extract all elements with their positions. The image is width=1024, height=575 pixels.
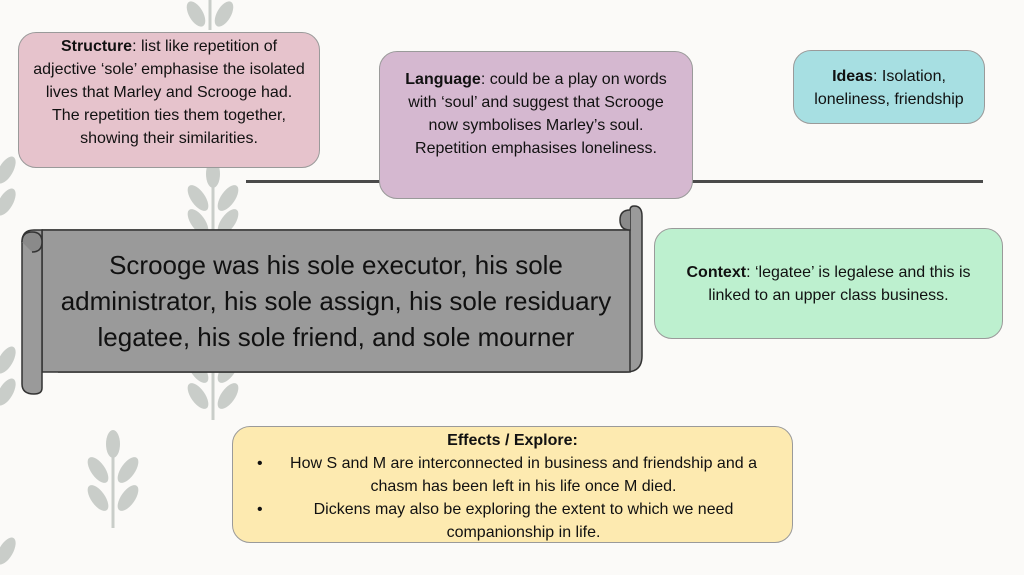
language-text: Language: could be a play on words with … — [392, 68, 680, 160]
leaf-decoration-icon — [0, 156, 16, 216]
ideas-text: Ideas: Isolation, loneliness, friendship — [806, 65, 972, 111]
leaf-decoration-icon — [186, 0, 234, 30]
language-box: Language: could be a play on words with … — [379, 51, 693, 199]
structure-heading: Structure — [60, 38, 133, 55]
leaf-decoration-icon — [87, 430, 139, 528]
effects-list: How S and M are interconnected in busine… — [247, 452, 778, 544]
leaf-decoration-icon — [0, 346, 16, 406]
list-item: Dickens may also be exploring the extent… — [247, 498, 778, 544]
language-heading: Language — [405, 71, 481, 88]
quote-text: Scrooge was his sole executor, his sole … — [60, 249, 612, 352]
context-heading: Context — [686, 263, 747, 281]
ideas-body: : Isolation, loneliness, friendship — [814, 68, 964, 108]
effects-box: Effects / Explore: How S and M are inter… — [232, 426, 793, 543]
effects-heading-text: Effects / Explore: — [447, 432, 578, 449]
effects-heading: Effects / Explore: — [247, 429, 778, 452]
leaf-decoration-icon — [0, 537, 16, 565]
scroll-banner — [21, 205, 643, 395]
ideas-box: Ideas: Isolation, loneliness, friendship — [793, 50, 985, 124]
structure-text: Structure: list like repetition of adjec… — [31, 35, 307, 150]
structure-body: : list like repetition of adjective ‘sol… — [33, 38, 305, 147]
context-box: Context: ‘legatee’ is legalese and this … — [654, 228, 1003, 339]
context-body: : ‘legatee’ is legalese and this is link… — [708, 263, 971, 304]
context-text: Context: ‘legatee’ is legalese and this … — [667, 261, 990, 307]
language-body: : could be a play on words with ‘soul’ a… — [408, 71, 667, 157]
list-item: How S and M are interconnected in busine… — [247, 452, 778, 498]
ideas-heading: Ideas — [832, 68, 873, 85]
structure-box: Structure: list like repetition of adjec… — [18, 32, 320, 168]
